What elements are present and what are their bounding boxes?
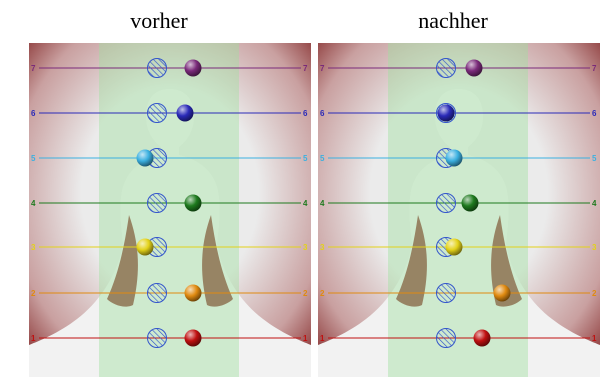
level-label-right: 7 xyxy=(303,64,308,73)
chakra-ball xyxy=(494,285,511,302)
chakra-ball xyxy=(177,105,194,122)
title-after: nachher xyxy=(308,8,598,34)
center-band xyxy=(388,43,528,377)
chakra-ball xyxy=(185,330,202,347)
level-label-right: 2 xyxy=(303,289,308,298)
level-label-left: 5 xyxy=(31,154,36,163)
chakra-ball xyxy=(185,285,202,302)
chakra-ball xyxy=(438,105,455,122)
level-label-right: 7 xyxy=(592,64,597,73)
reference-marker xyxy=(148,284,167,303)
level-label-right: 5 xyxy=(303,154,308,163)
level-label-right: 3 xyxy=(303,243,308,252)
panel-after: 7 7 6 6 5 5 4 4 3 3 2 2 1 1 xyxy=(318,43,600,377)
reference-marker xyxy=(437,284,456,303)
level-label-left: 3 xyxy=(320,243,325,252)
chakra-ball xyxy=(185,195,202,212)
level-label-right: 6 xyxy=(592,109,597,118)
chakra-ball xyxy=(462,195,479,212)
reference-marker xyxy=(148,194,167,213)
level-label-right: 4 xyxy=(303,199,308,208)
title-before: vorher xyxy=(14,8,304,34)
level-label-left: 5 xyxy=(320,154,325,163)
level-label-right: 5 xyxy=(592,154,597,163)
level-label-right: 1 xyxy=(303,334,308,343)
chakra-ball xyxy=(446,150,463,167)
level-label-right: 2 xyxy=(592,289,597,298)
chakra-ball xyxy=(466,60,483,77)
level-label-left: 6 xyxy=(31,109,36,118)
level-label-left: 7 xyxy=(320,64,325,73)
level-label-left: 2 xyxy=(31,289,36,298)
reference-marker xyxy=(437,59,456,78)
chakra-ball xyxy=(446,239,463,256)
reference-marker xyxy=(148,59,167,78)
center-band xyxy=(99,43,239,377)
reference-marker xyxy=(437,194,456,213)
reference-marker xyxy=(148,104,167,123)
level-label-right: 3 xyxy=(592,243,597,252)
panel-before: 7 7 6 6 5 5 4 4 3 3 2 2 1 1 xyxy=(29,43,311,377)
level-label-left: 6 xyxy=(320,109,325,118)
level-label-left: 2 xyxy=(320,289,325,298)
level-label-right: 1 xyxy=(592,334,597,343)
level-label-left: 1 xyxy=(31,334,36,343)
chakra-ball xyxy=(474,330,491,347)
reference-marker xyxy=(148,329,167,348)
level-label-left: 7 xyxy=(31,64,36,73)
level-label-left: 4 xyxy=(320,199,325,208)
level-label-left: 4 xyxy=(31,199,36,208)
chakra-ball xyxy=(137,239,154,256)
level-label-left: 1 xyxy=(320,334,325,343)
level-label-right: 6 xyxy=(303,109,308,118)
level-label-right: 4 xyxy=(592,199,597,208)
chakra-ball xyxy=(185,60,202,77)
level-label-left: 3 xyxy=(31,243,36,252)
reference-marker xyxy=(437,329,456,348)
chakra-ball xyxy=(137,150,154,167)
